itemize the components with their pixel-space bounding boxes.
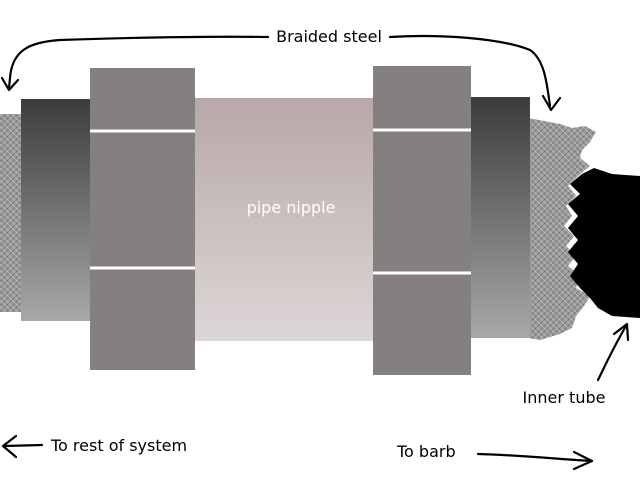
left-hex-nut bbox=[90, 68, 195, 370]
label-pipe-nipple: pipe nipple bbox=[247, 198, 336, 217]
to-rest-of-system-arrow bbox=[2, 443, 44, 448]
right-braided-hose bbox=[528, 118, 596, 340]
braided-steel-arrowhead-left bbox=[0, 76, 20, 92]
to-barb-arrow bbox=[476, 452, 594, 463]
to-rest-of-system-arrowhead bbox=[1, 434, 18, 459]
braided-steel-arrowhead-right bbox=[541, 94, 562, 112]
left-braided-hose bbox=[0, 114, 22, 312]
to-barb-arrowhead bbox=[572, 450, 594, 471]
right-ferrule bbox=[470, 97, 530, 338]
left-ferrule bbox=[21, 99, 90, 321]
pipe-nipple bbox=[193, 98, 375, 341]
right-hex-nut bbox=[373, 66, 471, 375]
inner-tube-arrowhead bbox=[612, 322, 630, 342]
label-inner-tube: Inner tube bbox=[523, 388, 606, 407]
braided-steel-arrow-right bbox=[388, 34, 552, 108]
label-braided-steel: Braided steel bbox=[276, 27, 382, 46]
inner-tube-arrow bbox=[596, 324, 628, 382]
inner-tube bbox=[568, 168, 640, 318]
label-to-barb: To barb bbox=[396, 442, 456, 461]
braided-steel-arrow-left bbox=[7, 35, 270, 90]
label-to-rest-of-system: To rest of system bbox=[50, 436, 187, 455]
